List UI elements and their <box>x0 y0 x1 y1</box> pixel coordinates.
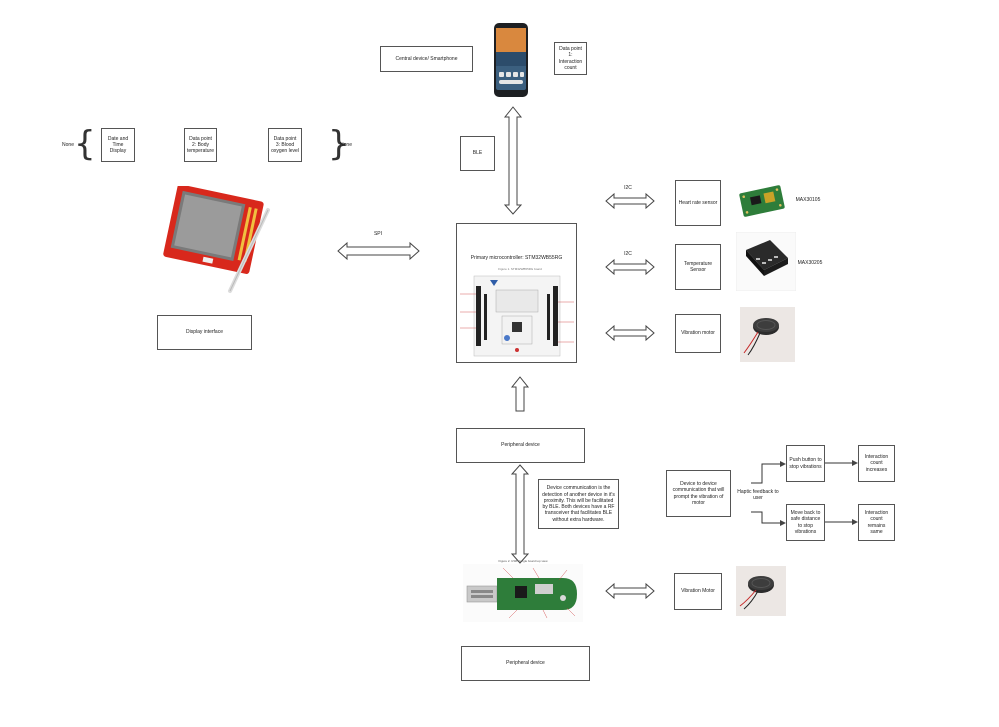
temperature-sensor-image <box>736 232 796 291</box>
haptic-line-up <box>751 461 786 484</box>
vibration-arrow-bottom <box>605 582 655 600</box>
interaction-count-same-box: Interaction count remains same <box>858 504 895 541</box>
interaction-count-increases-box: Interaction count increases <box>858 445 895 482</box>
right-brace: } <box>328 124 350 164</box>
left-brace: { <box>74 124 96 164</box>
vibration-motor-box: Vibration motor <box>675 314 721 353</box>
none-right-label: None <box>340 142 352 148</box>
data-point-1-box: Data point 1: Interaction count <box>554 42 587 75</box>
i2c-label-2: I2C <box>624 251 632 257</box>
i2c-arrow-temp <box>605 258 655 276</box>
device-comm-double-arrow <box>510 464 530 564</box>
spi-double-arrow <box>337 241 420 261</box>
smartphone-image <box>494 23 528 97</box>
haptic-line-down <box>751 511 786 526</box>
ble-label-box: BLE <box>460 136 495 171</box>
tft-display-image <box>163 186 270 293</box>
push-button-box: Push button to stop vibrations <box>786 445 825 482</box>
peripheral-up-arrow <box>510 376 530 412</box>
haptic-feedback-label: Haptic feedback to user <box>737 489 779 502</box>
primary-mcu-title: Primary microcontroller: STM32WB55RG <box>470 255 563 261</box>
dongle-caption: Figure 2. USB dongle board top view <box>498 559 548 563</box>
i2c-arrow-heart <box>605 192 655 210</box>
i2c-label-1: I2C <box>624 185 632 191</box>
none-left-label: None <box>62 142 74 148</box>
device-communication-note: Device communication is the detection of… <box>538 479 619 529</box>
vibration-motor-box-bottom: Vibration Motor <box>674 573 722 610</box>
body-temp-box: Data point 2: Body temperature <box>184 128 217 162</box>
mcu-board-caption: Figure 1. STM32WB55RG board <box>498 267 542 271</box>
temperature-sensor-box: Temperature Sensor <box>675 244 721 290</box>
device-to-device-box: Device to device communication that will… <box>666 470 731 517</box>
date-time-box: Date and Time Display <box>101 128 135 162</box>
ble-double-arrow <box>503 106 523 215</box>
vibration-motor-image-top <box>740 307 795 362</box>
usb-dongle-image <box>463 564 583 622</box>
heart-rate-sensor-box: Heart rate sensor <box>675 180 721 226</box>
temperature-chip-label: MAX30205 <box>797 260 823 266</box>
peripheral-device-box-bottom: Peripheral device <box>461 646 590 681</box>
move-back-box: Move back to safe distance to stop vibra… <box>786 504 825 541</box>
peripheral-device-box-top: Peripheral device <box>456 428 585 463</box>
nucleo-board-image <box>460 275 574 357</box>
heart-rate-sensor-image <box>739 185 785 217</box>
spi-label: SPI <box>373 231 383 237</box>
heart-rate-chip-label: MAX30105 <box>795 197 821 203</box>
central-device-box: Central device/ Smartphone <box>380 46 473 72</box>
blood-oxygen-box: Data point 3: Blood oxygen level <box>268 128 302 162</box>
vibration-motor-image-bottom <box>736 566 786 616</box>
display-interface-box: Display interface <box>157 315 252 350</box>
vibration-arrow-top <box>605 324 655 342</box>
